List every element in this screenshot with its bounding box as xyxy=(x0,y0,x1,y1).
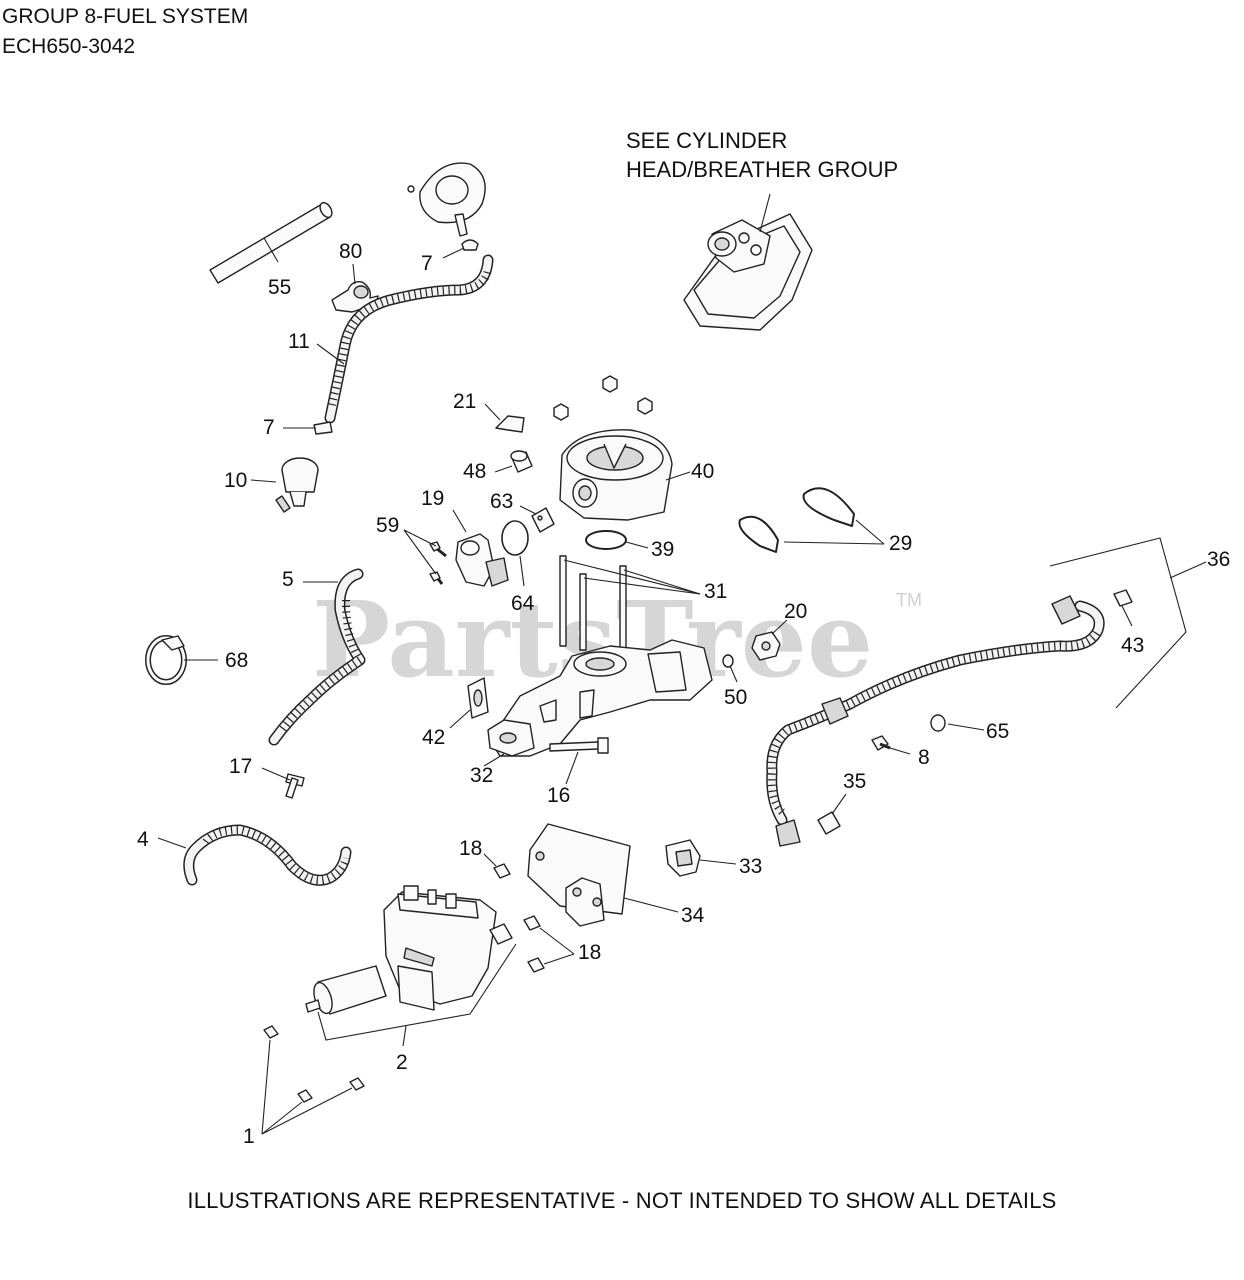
callout-7-lower: 7 xyxy=(263,416,275,439)
part-35-clip xyxy=(817,811,841,835)
part-55-tube xyxy=(209,201,333,284)
callout-42: 42 xyxy=(422,726,445,749)
part-48-cap xyxy=(510,450,533,473)
see-cylinder-note-line1: SEE CYLINDER xyxy=(626,128,787,153)
callout-31: 31 xyxy=(704,580,727,603)
part-11-hose xyxy=(324,254,494,424)
part-7-clamp-lower xyxy=(313,421,333,435)
callout-4: 4 xyxy=(137,828,149,851)
callout-34: 34 xyxy=(681,904,705,927)
callout-48: 48 xyxy=(463,460,486,483)
part-1-bolts xyxy=(263,1025,365,1103)
part-63-plug xyxy=(531,507,555,533)
part-4-hose xyxy=(183,824,352,886)
part-nuts xyxy=(553,375,653,421)
callout-21: 21 xyxy=(453,390,476,413)
callout-36: 36 xyxy=(1207,548,1230,571)
disclaimer-footer: ILLUSTRATIONS ARE REPRESENTATIVE - NOT I… xyxy=(187,1188,1057,1213)
part-8-screw xyxy=(871,735,891,751)
callout-35: 35 xyxy=(843,770,866,793)
part-10-regulator xyxy=(275,457,319,513)
part-16-bolt xyxy=(549,737,609,754)
callout-2: 2 xyxy=(396,1051,408,1074)
model-number: ECH650-3042 xyxy=(2,35,136,58)
part-39-o-ring xyxy=(585,530,627,550)
part-5-hose xyxy=(268,568,366,746)
callout-64: 64 xyxy=(511,592,535,615)
callout-39: 39 xyxy=(651,538,674,561)
callout-1: 1 xyxy=(243,1125,255,1148)
part-cylinder-head xyxy=(683,213,813,331)
part-2-fuel-pump-module xyxy=(383,885,513,1011)
callout-18-upper: 18 xyxy=(459,837,482,860)
callout-33: 33 xyxy=(739,855,762,878)
part-20-sensor xyxy=(751,631,781,661)
callout-65: 65 xyxy=(986,720,1009,743)
part-64-o-ring xyxy=(501,520,529,556)
diagram-group-title: GROUP 8-FUEL SYSTEM xyxy=(2,5,249,28)
callout-19: 19 xyxy=(421,487,444,510)
watermark-trademark: TM xyxy=(896,590,922,610)
callout-80: 80 xyxy=(339,240,362,263)
callout-10: 10 xyxy=(224,469,247,492)
part-19-sensor xyxy=(455,533,509,587)
callout-17: 17 xyxy=(229,755,252,778)
part-17-fitting xyxy=(285,773,305,799)
callout-63: 63 xyxy=(490,490,513,513)
callout-32: 32 xyxy=(470,764,493,787)
callout-68: 68 xyxy=(225,649,248,672)
callout-59: 59 xyxy=(376,514,399,537)
leader-lines xyxy=(157,193,1207,1135)
part-65-washer xyxy=(930,714,946,732)
callout-8: 8 xyxy=(918,746,930,769)
see-cylinder-note-line2: HEAD/BREATHER GROUP xyxy=(626,157,898,182)
callout-labels: 55 80 7 11 7 21 48 40 10 19 63 59 39 29 … xyxy=(137,240,1230,1148)
part-18-bolts xyxy=(493,863,545,973)
callout-16: 16 xyxy=(547,784,570,807)
callout-7-top: 7 xyxy=(421,252,433,275)
part-29-clamps xyxy=(738,487,855,553)
part-43-connector xyxy=(1113,589,1133,607)
part-50-washer xyxy=(722,654,734,668)
part-fuel-filter xyxy=(305,965,387,1015)
callout-20: 20 xyxy=(784,600,807,623)
callout-29: 29 xyxy=(889,532,912,555)
part-33-sensor xyxy=(665,839,701,877)
part-36-wiring-harness xyxy=(766,595,1105,847)
callout-5: 5 xyxy=(282,568,294,591)
part-7-clamp-top xyxy=(461,239,479,251)
part-32-intake-manifold xyxy=(487,639,713,757)
part-68-clamp xyxy=(145,635,187,685)
callout-50: 50 xyxy=(724,686,747,709)
part-40-throttle-body xyxy=(559,429,673,521)
part-42-gasket xyxy=(467,677,489,719)
part-pump-cover xyxy=(407,162,486,237)
callout-11: 11 xyxy=(288,330,310,353)
callout-43: 43 xyxy=(1121,634,1144,657)
part-21-bracket xyxy=(495,415,525,433)
callout-18-lower: 18 xyxy=(578,941,601,964)
callout-40: 40 xyxy=(691,460,714,483)
callout-55: 55 xyxy=(268,276,291,299)
part-34-bracket xyxy=(527,823,631,927)
